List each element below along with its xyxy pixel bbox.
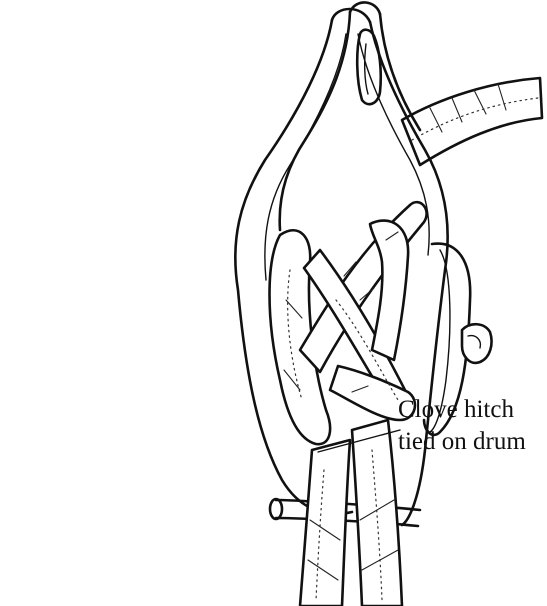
rope-upper-right (402, 78, 542, 165)
callout-line-1: Clove hitch (398, 394, 547, 426)
callout-line-2: tied on drum (398, 426, 547, 458)
drum-axle-bolt (462, 324, 492, 363)
block-cheek-inner (280, 2, 420, 230)
callout-label: Clove hitch tied on drum (398, 394, 547, 458)
